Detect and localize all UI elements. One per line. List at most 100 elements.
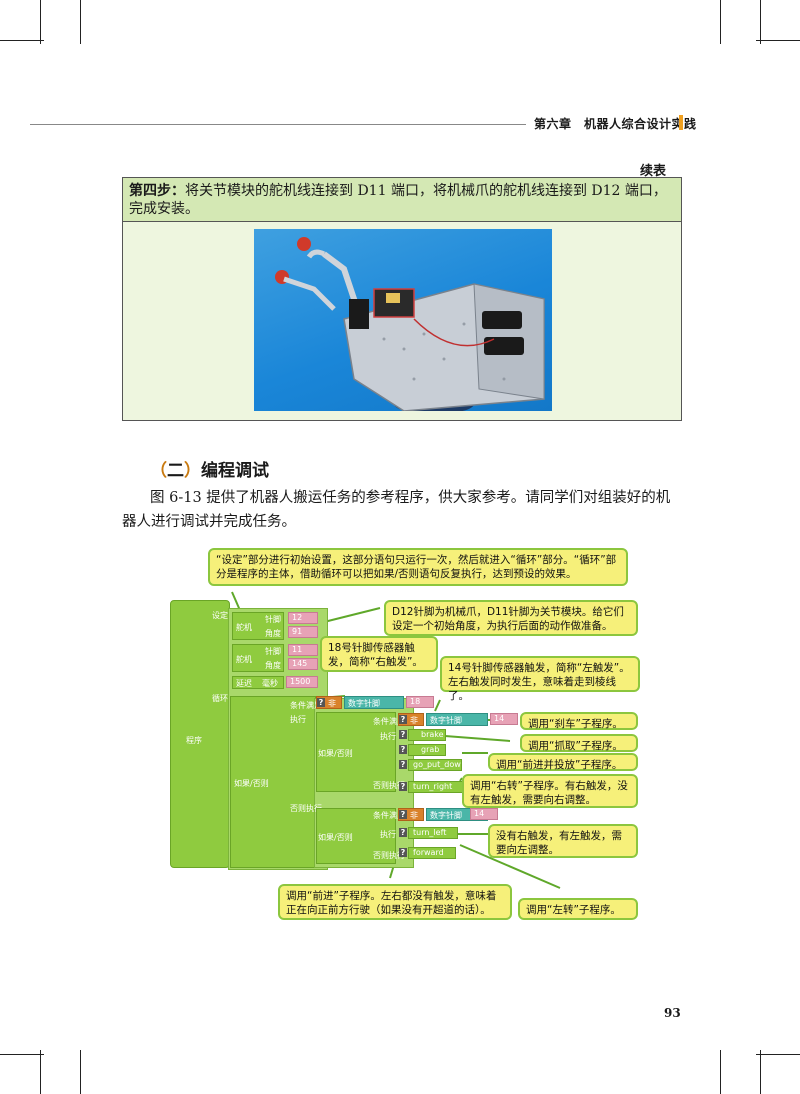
servo-label-2: 舵机: [236, 655, 252, 664]
setup-label: 设定: [212, 611, 228, 620]
else-label-inner-2: 否则执行: [373, 851, 405, 860]
help-icon-2: ?: [399, 715, 407, 724]
if-else-label-outer: 如果/否则: [234, 779, 269, 788]
servo-block-2[interactable]: [232, 644, 284, 672]
program-block[interactable]: [170, 600, 230, 868]
crop-mark: [756, 1054, 800, 1055]
if-else-inner-1[interactable]: [316, 712, 396, 792]
digital-pin-block-14[interactable]: [426, 713, 488, 726]
robot-photo: [254, 229, 552, 411]
execute-label-inner: 执行: [380, 732, 396, 741]
help-icon-grab: ?: [399, 745, 407, 754]
digital-pin-block-18[interactable]: [344, 696, 404, 709]
crop-mark: [720, 0, 721, 44]
loop-label: 循环: [212, 694, 228, 703]
call-go-put-down[interactable]: go_put_down: [408, 759, 462, 771]
callout-turn-left-adjust: 没有右触发，有左触发，需要向左调整。: [488, 824, 638, 858]
condition-label-outer: 条件满足: [290, 701, 322, 710]
condition-label-inner: 条件满足: [373, 717, 405, 726]
page-number: 93: [664, 1006, 681, 1020]
call-forward[interactable]: forward: [408, 847, 456, 859]
crop-mark: [40, 1050, 41, 1094]
crop-mark: [760, 0, 761, 44]
crop-mark: [0, 40, 44, 41]
call-turn-right[interactable]: turn_right: [408, 781, 464, 793]
pin-label-2: 针脚: [265, 647, 281, 656]
step-table: 第四步：将关节模块的舵机线连接到 D11 端口，将机械爪的舵机线连接到 D12 …: [122, 177, 682, 421]
callout-grab: 调用“抓取”子程序。: [520, 734, 638, 752]
program-figure: 程序 设定 循环 舵机 针脚 角度 12 91 舵机 针脚 角度 11 145 …: [170, 548, 640, 928]
step-header: 第四步：将关节模块的舵机线连接到 D11 端口，将机械爪的舵机线连接到 D12 …: [123, 178, 681, 222]
help-icon-3: ?: [399, 810, 407, 819]
callout-setup: “设定”部分进行初始设置，这部分语句只运行一次，然后就进入“循环”部分。“循环”…: [208, 548, 628, 586]
help-icon-1: ?: [317, 698, 325, 707]
callout-turn-left: 调用“左转”子程序。: [518, 898, 638, 920]
crop-mark: [760, 1050, 761, 1094]
continued-label: 续表: [640, 164, 667, 179]
program-label: 程序: [186, 736, 202, 745]
condition-label-inner-2: 条件满足: [373, 811, 405, 820]
help-icon-turn-left: ?: [399, 828, 407, 837]
call-grab[interactable]: grab: [408, 744, 446, 756]
step-label: 第四步：: [129, 183, 185, 199]
not-label-3: 非: [410, 811, 418, 820]
crop-mark: [0, 1054, 44, 1055]
header-accent-bar: [679, 115, 683, 130]
help-icon-forward: ?: [399, 848, 407, 857]
pin-value-11[interactable]: 11: [288, 644, 318, 656]
step-text: 将关节模块的舵机线连接到 D11 端口，将机械爪的舵机线连接到 D12 端口，完…: [129, 183, 667, 217]
callout-right-trigger: 18号针脚传感器触发，简称“右触发”。: [320, 636, 438, 672]
section-title: （二）编程调试: [150, 456, 269, 481]
angle-value-91[interactable]: 91: [288, 626, 318, 638]
bracket-close: ）: [184, 461, 201, 481]
crop-mark: [40, 0, 41, 44]
digital-pin-label-14: 数字针脚: [430, 716, 462, 725]
crop-mark: [720, 1050, 721, 1094]
angle-label-2: 角度: [265, 661, 281, 670]
callout-forward: 调用“前进”子程序。左右都没有触发，意味着正在向正前方行驶（如果没有开超道的话）…: [278, 884, 512, 920]
if-else-outer[interactable]: [230, 696, 316, 868]
delay-block[interactable]: [232, 676, 284, 689]
delay-label: 延迟: [236, 679, 252, 688]
servo-label-1: 舵机: [236, 623, 252, 632]
section-number: 二: [167, 461, 184, 481]
call-turn-left[interactable]: turn_left: [408, 827, 458, 839]
pin-value-18[interactable]: 18: [406, 696, 434, 708]
execute-label-inner-2: 执行: [380, 830, 396, 839]
crop-mark: [756, 40, 800, 41]
pin-value-14[interactable]: 14: [490, 713, 518, 725]
execute-label-outer: 执行: [290, 715, 306, 724]
not-label-2: 非: [410, 716, 418, 725]
crop-mark: [80, 0, 81, 44]
delay-value-1500[interactable]: 1500: [286, 676, 318, 688]
callout-servo: D12针脚为机械爪，D11针脚为关节模块。给它们设定一个初始角度，为执行后面的动…: [384, 600, 638, 636]
chapter-header: 第六章 机器人综合设计实践: [534, 117, 697, 131]
digital-pin-label-18: 数字针脚: [348, 699, 380, 708]
body-paragraph: 图 6-13 提供了机器人搬运任务的参考程序，供大家参考。请同学们对组装好的机器…: [122, 490, 671, 530]
angle-label-1: 角度: [265, 629, 281, 638]
callout-turn-right: 调用“右转”子程序。有右触发，没有左触发，需要向右调整。: [462, 774, 638, 808]
if-else-label-inner-1: 如果/否则: [318, 749, 353, 758]
servo-block-1[interactable]: [232, 612, 284, 640]
if-else-inner-2[interactable]: [316, 808, 396, 864]
if-else-label-inner-2: 如果/否则: [318, 833, 353, 842]
help-icon-turn-right: ?: [399, 782, 407, 791]
header-rule: [30, 124, 526, 125]
callout-left-trigger: 14号针脚传感器触发，简称“左触发”。左右触发同时发生，意味着走到棱线了。: [440, 656, 640, 702]
not-label-1: 非: [328, 699, 336, 708]
pin-value-14b[interactable]: 14: [470, 808, 498, 820]
ms-label: 毫秒: [262, 679, 278, 688]
angle-value-145[interactable]: 145: [288, 658, 318, 670]
else-label-inner: 否则执行: [373, 781, 405, 790]
help-icon-go-put: ?: [399, 760, 407, 769]
help-icon-brake: ?: [399, 730, 407, 739]
digital-pin-label-14b: 数字针脚: [430, 811, 462, 820]
pin-label-1: 针脚: [265, 615, 281, 624]
crop-mark: [80, 1050, 81, 1094]
callout-forward-put: 调用“前进并投放”子程序。: [488, 753, 638, 771]
callout-brake: 调用“刹车”子程序。: [520, 712, 638, 730]
bracket-open: （: [150, 461, 167, 481]
pin-value-12[interactable]: 12: [288, 612, 318, 624]
else-label-outer: 否则执行: [290, 804, 322, 813]
call-brake[interactable]: brake: [408, 729, 446, 741]
